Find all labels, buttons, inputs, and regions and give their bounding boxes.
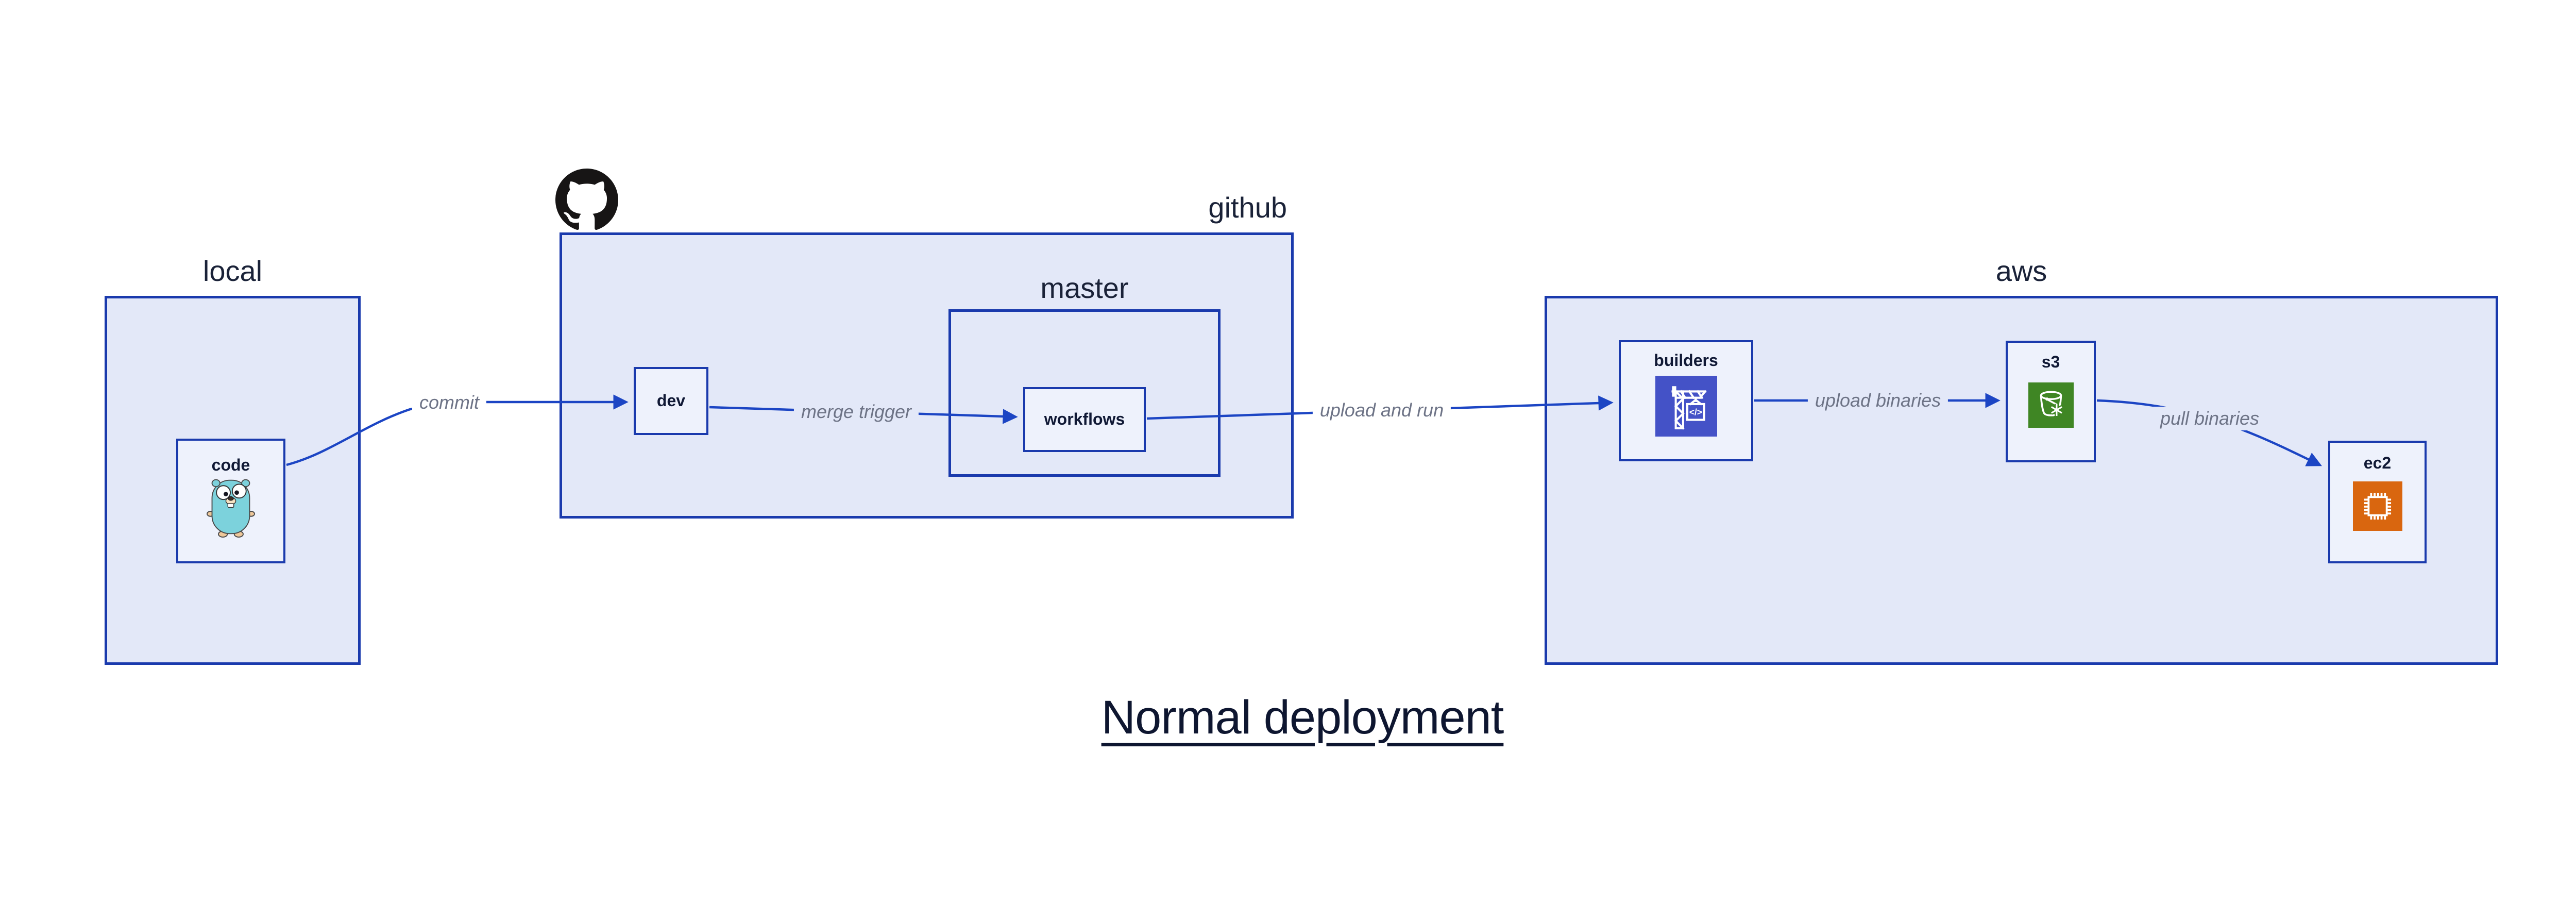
node-dev-label: dev: [656, 391, 686, 410]
ec2-chip-icon: [2352, 481, 2402, 531]
node-workflows: workflows: [1023, 387, 1146, 452]
edge-label-pull-binaries: pull binaries: [2153, 407, 2267, 430]
node-builders: builders </>: [1619, 340, 1753, 461]
edge-label-upload-binaries: upload binaries: [1807, 389, 1948, 412]
local-container-title: local: [202, 255, 263, 287]
diagram-title: Normal deployment: [1101, 691, 1504, 744]
node-ec2-label: ec2: [2363, 454, 2392, 472]
node-code-label: code: [211, 456, 250, 474]
node-s3-label: s3: [2041, 353, 2060, 371]
edge-label-merge-trigger: merge trigger: [793, 400, 919, 424]
s3-bucket-icon: [2028, 382, 2074, 428]
edge-label-upload-and-run: upload and run: [1312, 398, 1451, 422]
node-code: code: [176, 439, 285, 563]
edge-label-commit: commit: [412, 391, 486, 414]
github-container-title: github: [1208, 191, 1287, 224]
node-s3: s3: [2006, 341, 2096, 462]
go-gopher-icon: [206, 476, 256, 540]
codebuild-code-glyph: </>: [1689, 407, 1702, 417]
node-builders-label: builders: [1654, 351, 1718, 370]
codebuild-crane-icon: </>: [1655, 376, 1717, 437]
node-dev: dev: [634, 367, 708, 435]
master-container-title: master: [1040, 272, 1129, 304]
aws-container-title: aws: [1995, 255, 2047, 287]
node-workflows-label: workflows: [1044, 410, 1125, 429]
node-ec2: ec2: [2328, 441, 2427, 563]
github-octocat-icon: [555, 169, 618, 234]
